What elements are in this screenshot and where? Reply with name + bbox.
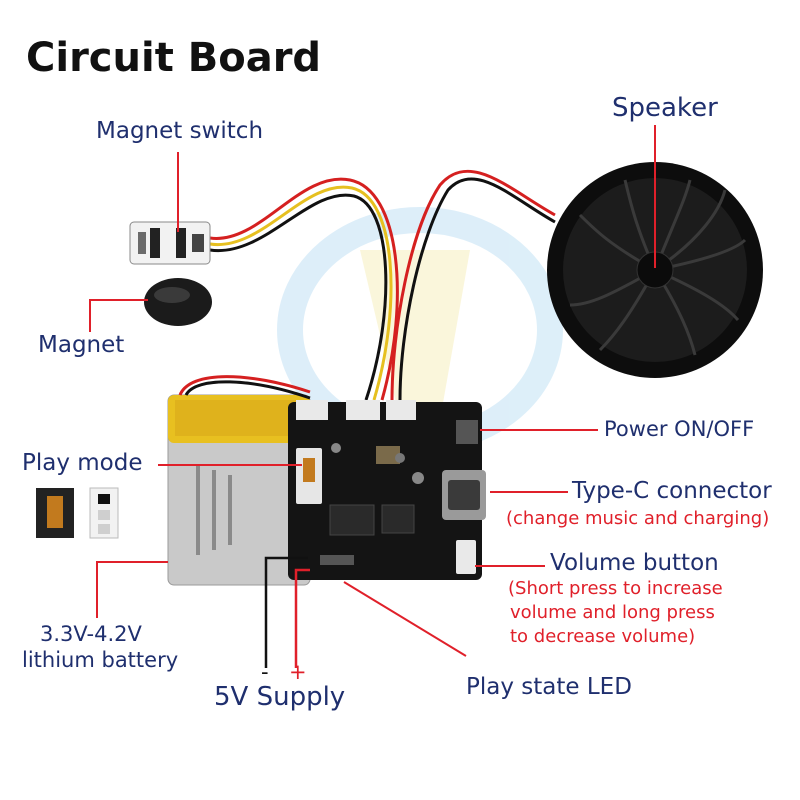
label-play-mode: Play mode [22,450,143,476]
speaker [547,162,763,378]
play-mode-switch-icons [36,487,119,539]
label-plus: + [289,660,307,684]
label-magnet: Magnet [38,332,125,358]
circuit-board [288,400,486,580]
pointer-lines [89,125,656,657]
label-volume-note-1: (Short press to increase [508,578,723,599]
label-magnet-switch: Magnet switch [96,118,264,144]
page-title: Circuit Board [26,35,322,81]
label-volume-note-2: volume and long press [510,602,715,623]
supply-wires [264,556,310,668]
lithium-battery [167,375,311,586]
label-supply: 5V Supply [214,682,346,712]
label-type-c-note: (change music and charging) [506,508,770,529]
label-battery-type: lithium battery [22,648,179,672]
label-speaker: Speaker [612,93,718,123]
label-power: Power ON/OFF [604,417,755,441]
label-volume: Volume button [550,550,719,576]
label-led: Play state LED [466,674,632,700]
label-volume-note-3: to decrease volume) [510,626,696,647]
label-minus: - [261,660,269,684]
label-type-c: Type-C connector [572,478,772,504]
switch-wires [209,177,399,401]
magnet-switch-module [129,221,211,265]
label-battery-voltage: 3.3V-4.2V [40,622,142,646]
